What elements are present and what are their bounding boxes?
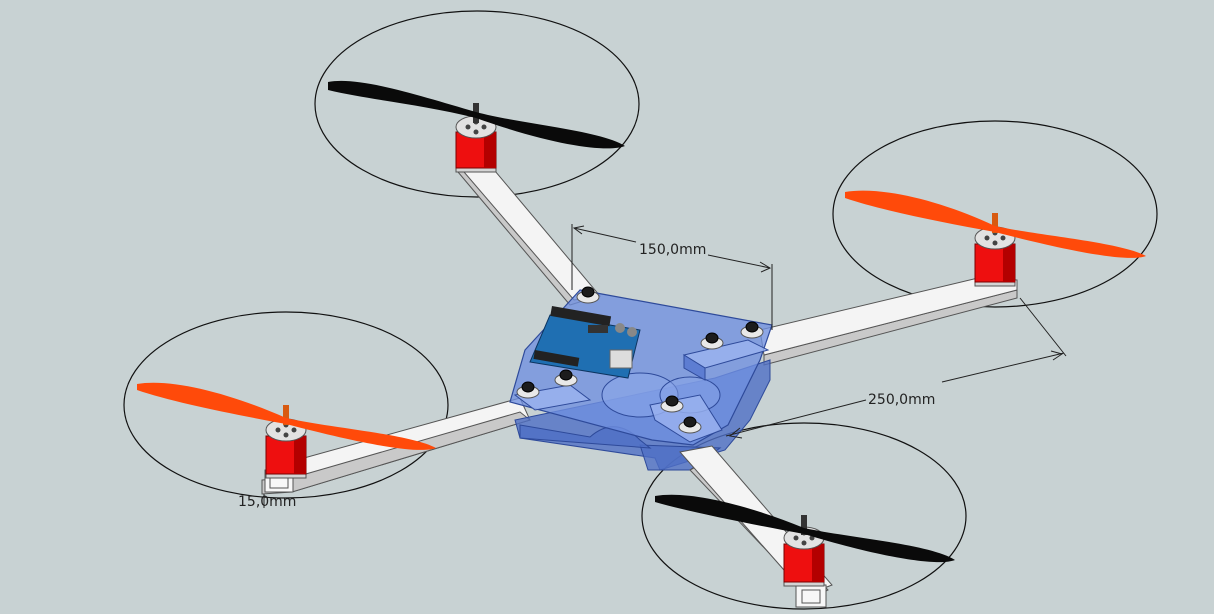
arm-right [759, 277, 1018, 366]
frame-plate [509, 289, 773, 471]
arm-length-label: 250,0mm [868, 392, 935, 408]
propeller-left-orange [137, 382, 436, 450]
standoff [700, 332, 724, 350]
standoff [554, 369, 578, 387]
propeller-top-black [328, 80, 625, 149]
prop-ring-left [123, 311, 449, 499]
prop-ring-top [314, 10, 640, 198]
standoff [516, 381, 540, 399]
plate-block-left [513, 384, 592, 411]
standoff [576, 286, 600, 304]
dimension-plate-width: 150,0mm [571, 224, 773, 330]
standoffs [516, 286, 764, 434]
standoff [660, 395, 684, 413]
arm-width-label: 15,0mm [238, 494, 296, 510]
arduino-board [529, 306, 641, 379]
arm-top [456, 164, 601, 306]
dimension-arm-width: 15,0mm [238, 494, 296, 510]
standoff [678, 416, 702, 434]
propeller-bottom-black [655, 494, 955, 563]
standoff [740, 321, 764, 339]
propeller-right-orange [845, 190, 1146, 258]
plate-width-label: 150,0mm [639, 242, 706, 258]
arm-bottom-tube-end [795, 584, 827, 608]
dimension-arm-length: 250,0mm [725, 297, 1067, 439]
prop-ring-bottom [641, 422, 967, 610]
prop-ring-right [832, 120, 1158, 308]
